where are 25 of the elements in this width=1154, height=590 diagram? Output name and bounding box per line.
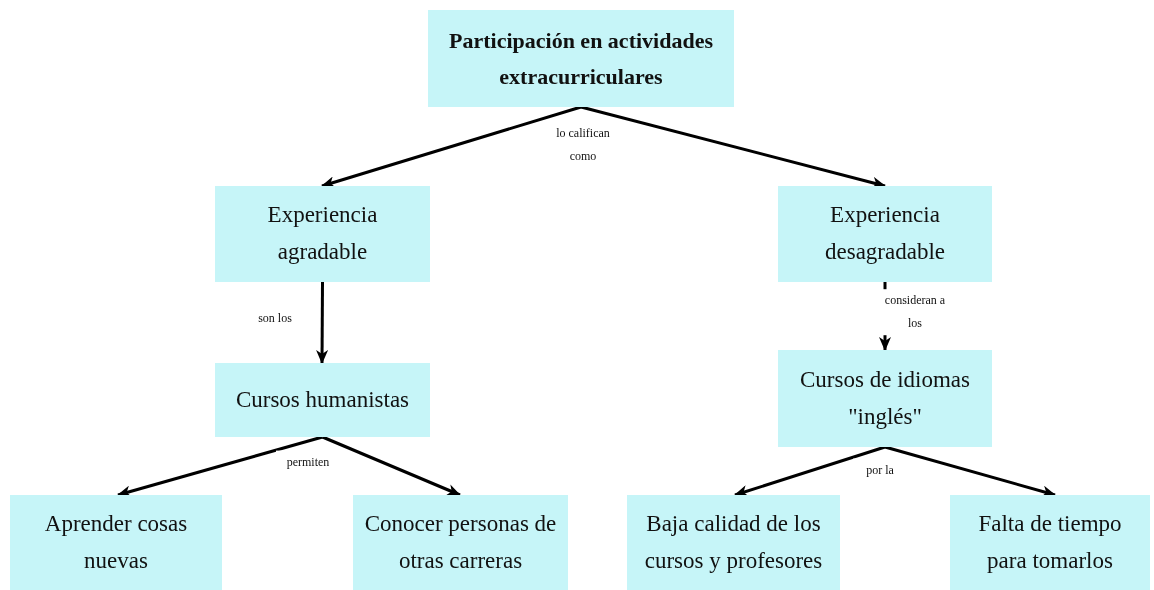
concept-box xyxy=(778,186,992,282)
concept-box xyxy=(10,495,222,590)
arrow xyxy=(734,445,886,497)
concept-text: Cursos humanistas xyxy=(235,385,410,414)
concept-box xyxy=(428,10,734,107)
concept-box xyxy=(353,495,568,590)
arrow xyxy=(321,105,582,188)
concept-box xyxy=(950,495,1150,590)
concept-box xyxy=(627,495,840,590)
concept-text: Experiencia agradable xyxy=(266,201,379,266)
concept-text: Cursos de idiomas "inglés" xyxy=(799,365,971,431)
arrow xyxy=(884,445,1056,498)
concept-box xyxy=(215,363,430,437)
concept-text: Experiencia desagradable xyxy=(823,201,946,266)
concept-text: Aprender cosas nuevas xyxy=(43,509,189,575)
arrow xyxy=(117,435,323,498)
concept-text: Falta de tiempo para tomarlos xyxy=(977,509,1123,575)
arrow xyxy=(580,105,886,189)
concept-text: Baja calidad de los cursos y profesores xyxy=(643,509,824,575)
concept-text: Participación en actividades extracurriculares xyxy=(448,27,714,91)
arrow xyxy=(321,435,461,497)
concept-box xyxy=(215,186,430,282)
concept-text: Conocer personas de otras carreras xyxy=(363,509,558,575)
concept-box xyxy=(778,350,992,447)
arrow xyxy=(316,282,329,364)
